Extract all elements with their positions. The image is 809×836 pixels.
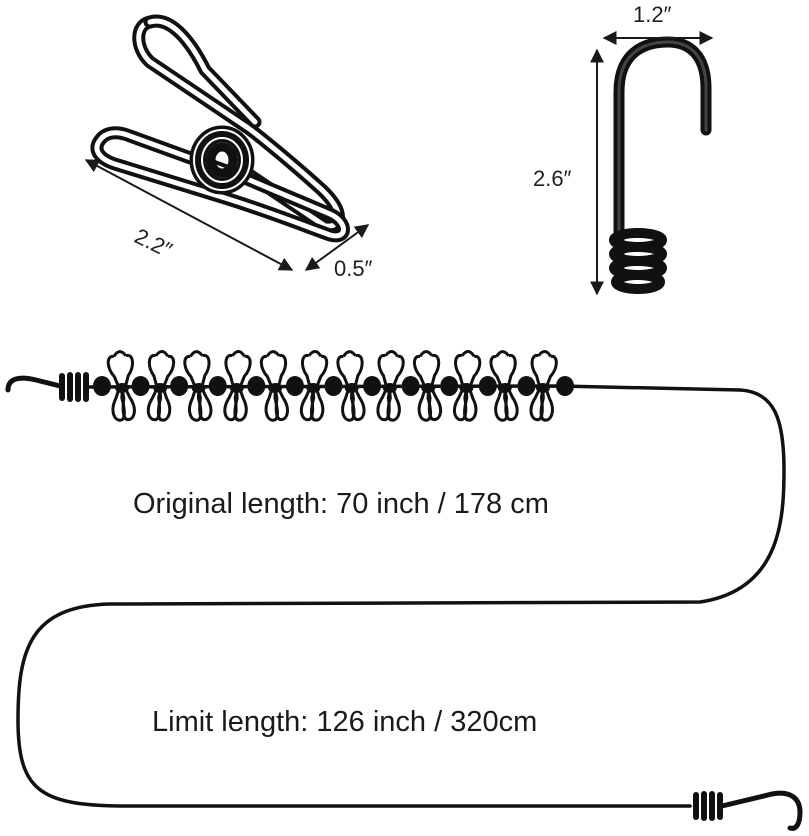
clothespin-clip-drawing [90, 14, 350, 243]
clothesline-drawing [5, 372, 803, 831]
left-hook [5, 375, 63, 393]
elastic-cord [16, 384, 786, 808]
line-bead [401, 376, 420, 396]
line-bead [208, 376, 227, 396]
right-hook [719, 790, 803, 831]
hook-width-label: 1.2″ [633, 2, 672, 27]
right-hook-spring [693, 791, 723, 821]
spring-hook-drawing [609, 36, 712, 294]
left-hook-spring [59, 372, 89, 402]
line-bead [247, 376, 266, 396]
line-bead [556, 376, 574, 396]
original-length-text: Original length: 70 inch / 178 cm [133, 488, 549, 520]
limit-length-text: Limit length: 126 inch / 320cm [152, 706, 538, 738]
line-bead [324, 376, 343, 396]
line-bead [363, 376, 382, 396]
hook-height-label: 2.6″ [533, 166, 572, 191]
line-bead [170, 376, 189, 396]
line-bead [285, 376, 304, 396]
clothesline-beads [93, 376, 574, 396]
clip-width-label: 0.5″ [334, 256, 373, 281]
line-bead [517, 376, 536, 396]
line-bead [478, 376, 497, 396]
clip-width-dimension [304, 224, 370, 271]
line-bead [131, 376, 150, 396]
line-bead [440, 376, 459, 396]
line-bead [93, 376, 111, 396]
clip-length-dimension [84, 159, 294, 271]
